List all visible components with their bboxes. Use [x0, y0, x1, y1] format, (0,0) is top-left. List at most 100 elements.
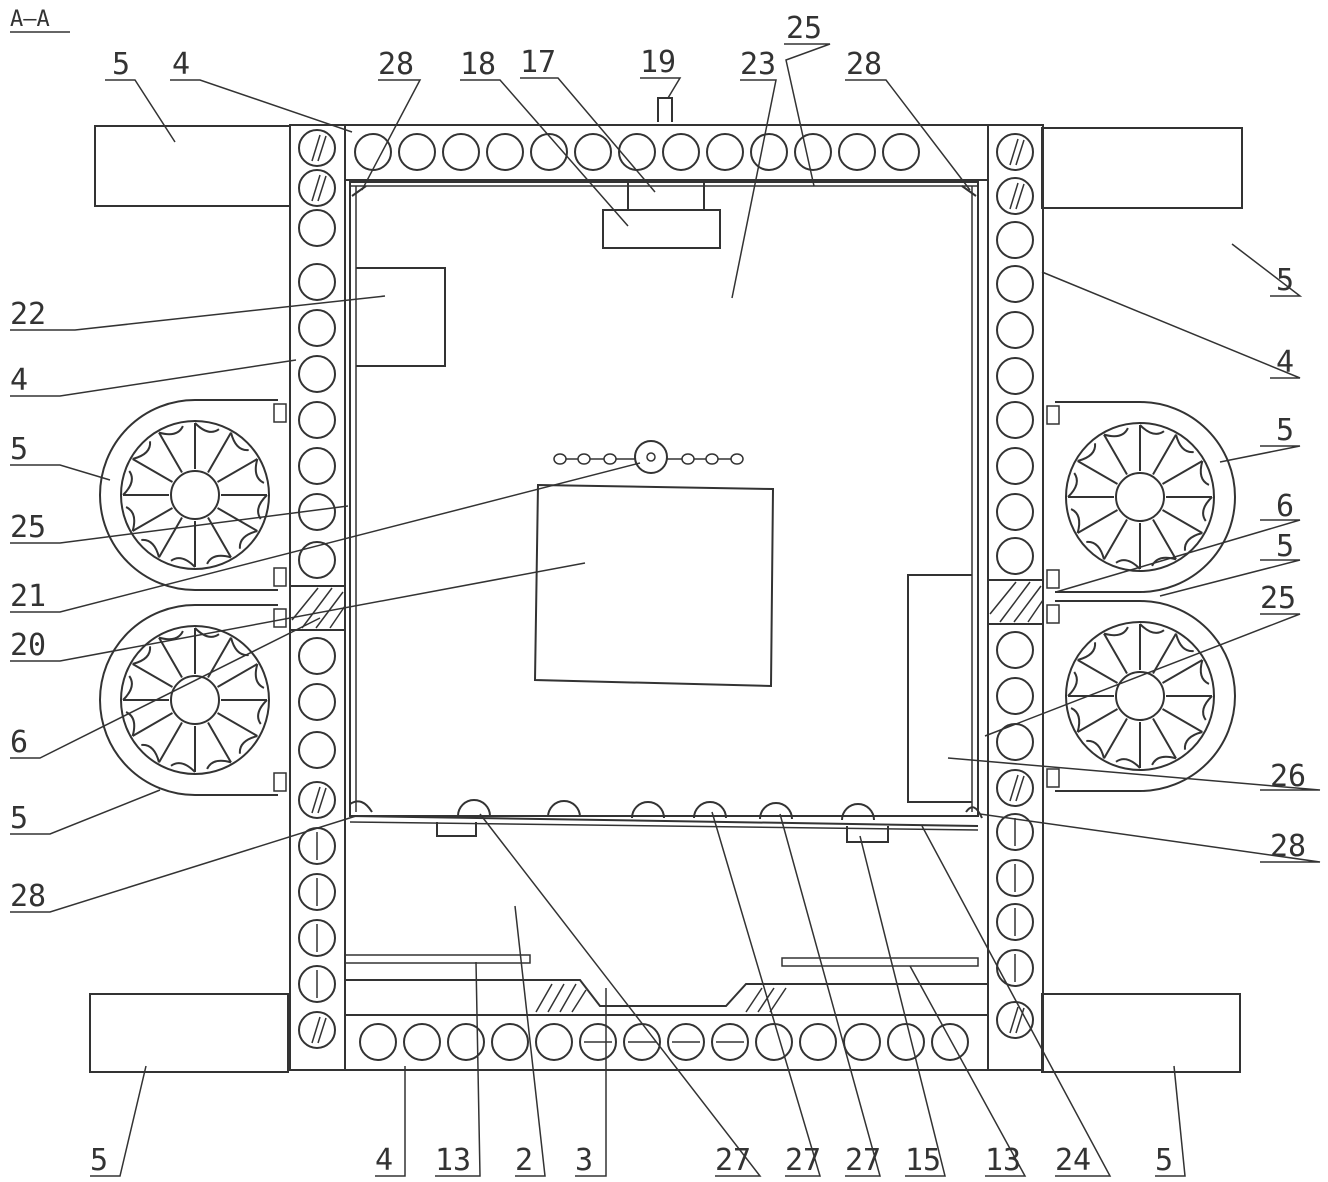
label-25: 25 — [1260, 581, 1296, 616]
tube — [996, 447, 1034, 485]
tube — [706, 133, 744, 171]
tube — [996, 493, 1034, 531]
label-27: 27 — [845, 1143, 881, 1178]
tube — [298, 309, 336, 347]
label-24: 24 — [1055, 1143, 1091, 1178]
tube — [298, 731, 336, 769]
label-5: 5 — [1155, 1143, 1173, 1178]
part-21-chain — [553, 440, 744, 474]
tube — [298, 355, 336, 393]
tube — [996, 949, 1034, 987]
tube — [298, 683, 336, 721]
label-27: 27 — [715, 1143, 751, 1178]
label-13: 13 — [985, 1143, 1021, 1178]
tube — [359, 1023, 397, 1061]
label-25: 25 — [10, 510, 46, 545]
label-18: 18 — [460, 47, 496, 82]
tube — [618, 133, 656, 171]
corner-28-bl — [349, 800, 373, 813]
label-26: 26 — [1270, 759, 1306, 794]
tube — [755, 1023, 793, 1061]
label-4: 4 — [1276, 345, 1294, 380]
tube — [298, 129, 336, 167]
label-4: 4 — [375, 1143, 393, 1178]
label-28: 28 — [1270, 829, 1306, 864]
tube — [298, 209, 336, 247]
tube — [996, 133, 1034, 171]
tube — [996, 537, 1034, 575]
part-3-hopper — [345, 979, 988, 1007]
tube — [799, 1023, 837, 1061]
tube — [298, 637, 336, 675]
label-15: 15 — [905, 1143, 941, 1178]
fan-left-upper — [99, 399, 287, 591]
hatch-block-left — [289, 585, 346, 631]
tube — [354, 133, 392, 171]
label-5: 5 — [1276, 413, 1294, 448]
bottom-wall-tubes — [359, 1023, 969, 1061]
left-wall-tubes — [298, 129, 336, 1049]
label-5: 5 — [10, 432, 28, 467]
part-20 — [533, 483, 775, 688]
label-4: 4 — [10, 363, 28, 398]
tube — [398, 133, 436, 171]
label-22: 22 — [10, 297, 46, 332]
label-28: 28 — [846, 47, 882, 82]
block-bottom-left — [89, 993, 289, 1073]
tube — [996, 357, 1034, 395]
tube — [579, 1023, 617, 1061]
label-3: 3 — [575, 1143, 593, 1178]
block-top-right — [1041, 127, 1243, 209]
part-27-rollers — [457, 799, 875, 821]
label-6: 6 — [10, 725, 28, 760]
block-bottom-right — [1041, 993, 1241, 1073]
tube — [298, 169, 336, 207]
label-28: 28 — [10, 879, 46, 914]
tube — [298, 401, 336, 439]
leader-lines — [10, 43, 1321, 1177]
fan-left-lower — [99, 604, 287, 796]
tube — [298, 919, 336, 957]
tube — [298, 541, 336, 579]
tube — [996, 859, 1034, 897]
part-18 — [602, 209, 721, 249]
bottom-wall — [344, 1014, 989, 1071]
tube — [838, 133, 876, 171]
tube — [491, 1023, 529, 1061]
tube — [996, 677, 1034, 715]
tube — [298, 781, 336, 819]
tube — [996, 311, 1034, 349]
tube — [574, 133, 612, 171]
tube — [996, 631, 1034, 669]
part-13-plates — [344, 954, 979, 967]
part-26 — [907, 574, 972, 803]
tube — [996, 903, 1034, 941]
tube — [530, 133, 568, 171]
hatch-block-right — [987, 579, 1044, 625]
corner-28-br — [965, 806, 983, 819]
label-13: 13 — [435, 1143, 471, 1178]
part-labels: 5 4 28 18 17 19 23 25 28 22 4 5 25 21 20… — [10, 11, 1306, 1178]
label-5: 5 — [10, 801, 28, 836]
bracket-left — [436, 822, 477, 837]
tube — [298, 447, 336, 485]
label-5: 5 — [1276, 529, 1294, 564]
tube — [843, 1023, 881, 1061]
label-17: 17 — [520, 45, 556, 80]
label-25: 25 — [786, 11, 822, 46]
tube — [298, 1011, 336, 1049]
label-19: 19 — [640, 45, 676, 80]
top-wall — [344, 124, 989, 181]
label-21: 21 — [10, 579, 46, 614]
part-19 — [657, 97, 673, 122]
tube — [403, 1023, 441, 1061]
hopper-hatching — [535, 983, 787, 1013]
tube — [447, 1023, 485, 1061]
part-24-rail — [349, 815, 979, 827]
tube — [794, 133, 832, 171]
tube — [882, 133, 920, 171]
tube — [996, 265, 1034, 303]
label-4: 4 — [172, 47, 190, 82]
tube — [298, 965, 336, 1003]
